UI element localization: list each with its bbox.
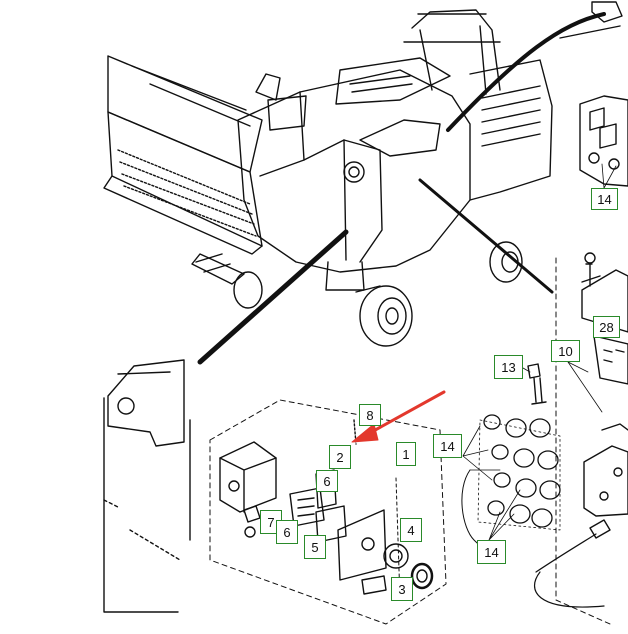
callout-14-left: 14 <box>433 434 462 458</box>
callout-14-lower: 14 <box>477 540 506 564</box>
callout-4: 4 <box>400 518 422 542</box>
callout-6-lower: 6 <box>276 520 298 544</box>
callout-2: 2 <box>329 445 351 469</box>
callout-8: 8 <box>359 404 381 426</box>
pointer-arrow <box>351 390 446 443</box>
callout-10: 10 <box>551 340 580 362</box>
upper-valve-drawing <box>579 95 628 187</box>
callout-28: 28 <box>593 316 620 338</box>
switch-assembly-drawing <box>209 399 447 625</box>
callout-5: 5 <box>304 535 326 559</box>
callout-14-upper-right: 14 <box>591 188 618 210</box>
bracket-plate-drawing <box>103 359 191 613</box>
callout-6-upper: 6 <box>316 470 338 492</box>
callout-1: 1 <box>396 442 416 466</box>
callout-13: 13 <box>494 355 523 379</box>
machine-drawing <box>103 1 623 365</box>
callout-3: 3 <box>391 577 413 601</box>
